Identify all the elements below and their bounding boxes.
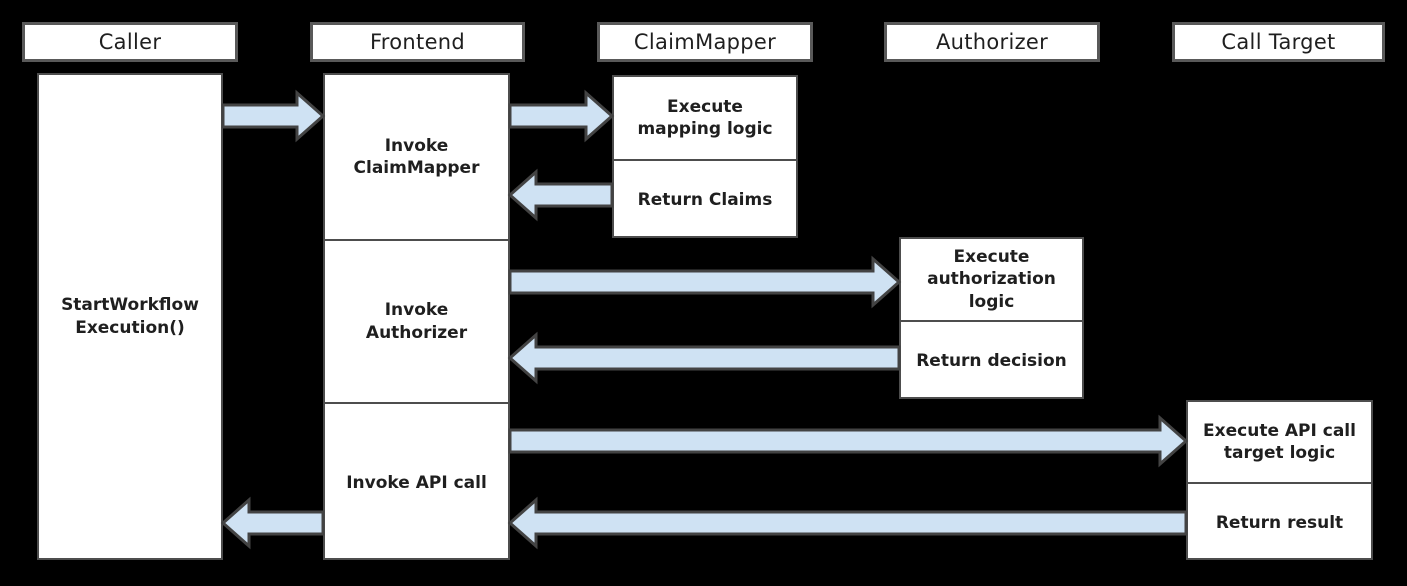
- step-invoke-claimmapper: Invoke ClaimMapper: [325, 75, 508, 239]
- arrow-frontend-to-caller-return-icon: [220, 496, 325, 550]
- step-label: Invoke Authorizer: [365, 300, 468, 343]
- step-label: Execute mapping logic: [637, 96, 773, 139]
- activation-authorizer: Execute authorization logic Return decis…: [899, 237, 1084, 399]
- lifeline-label-claimmapper: ClaimMapper: [633, 30, 777, 54]
- arrow-authorizer-return-icon: [507, 331, 901, 385]
- arrow-calltarget-return-icon: [507, 496, 1188, 550]
- step-startworkflow-execution: StartWorkflow Execution(): [39, 75, 221, 558]
- step-label: Execute authorization logic: [927, 247, 1056, 312]
- arrow-claimmapper-return-icon: [507, 168, 614, 222]
- step-execute-api-call-target-logic: Execute API call target logic: [1188, 402, 1371, 482]
- arrow-frontend-to-calltarget-icon: [508, 414, 1189, 468]
- step-label: Return decision: [916, 351, 1067, 372]
- step-invoke-api-call: Invoke API call: [325, 402, 508, 562]
- step-execute-authorization-logic: Execute authorization logic: [901, 239, 1082, 320]
- step-invoke-authorizer: Invoke Authorizer: [325, 239, 508, 402]
- lifeline-header-caller: Caller: [22, 22, 238, 62]
- activation-caller: StartWorkflow Execution(): [37, 73, 223, 560]
- step-label: Return Claims: [637, 190, 773, 211]
- step-label: Return result: [1215, 512, 1344, 533]
- activation-calltarget: Execute API call target logic Return res…: [1186, 400, 1373, 560]
- activation-frontend: Invoke ClaimMapper Invoke Authorizer Inv…: [323, 73, 510, 560]
- lifeline-header-claimmapper: ClaimMapper: [597, 22, 813, 62]
- arrow-frontend-to-authorizer-icon: [508, 255, 902, 309]
- lifeline-header-frontend: Frontend: [310, 22, 525, 62]
- lifeline-label-calltarget: Call Target: [1221, 30, 1336, 54]
- step-label: StartWorkflow Execution(): [61, 295, 199, 338]
- lifeline-label-authorizer: Authorizer: [935, 30, 1049, 54]
- activation-claimmapper: Execute mapping logic Return Claims: [612, 75, 798, 238]
- lifeline-label-caller: Caller: [98, 30, 162, 54]
- lifeline-label-frontend: Frontend: [369, 30, 466, 54]
- arrow-frontend-to-claimmapper-icon: [508, 89, 615, 143]
- step-execute-mapping-logic: Execute mapping logic: [614, 77, 796, 159]
- lifeline-header-authorizer: Authorizer: [884, 22, 1100, 62]
- step-return-result: Return result: [1188, 482, 1371, 562]
- step-return-decision: Return decision: [901, 320, 1082, 401]
- lifeline-header-calltarget: Call Target: [1172, 22, 1385, 62]
- arrow-caller-to-frontend-icon: [221, 89, 326, 143]
- step-label: Execute API call target logic: [1203, 420, 1356, 463]
- step-label: Invoke ClaimMapper: [353, 135, 480, 178]
- step-return-claims: Return Claims: [614, 159, 796, 240]
- step-label: Invoke API call: [346, 472, 487, 493]
